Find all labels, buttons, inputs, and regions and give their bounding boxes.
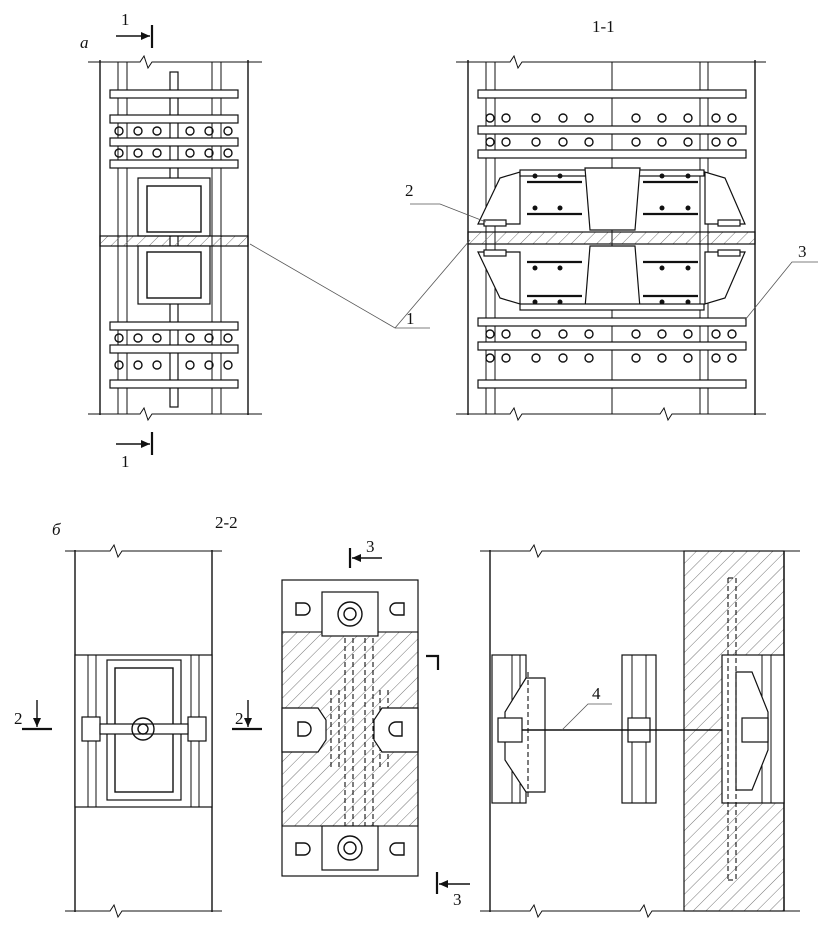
label-cut-2-left: 2 <box>14 709 23 728</box>
label-cut-2-right: 2 <box>235 709 244 728</box>
label-cut-1-bottom: 1 <box>121 452 130 471</box>
view-a-elevation <box>88 25 262 455</box>
lower-rebar-group <box>527 260 698 305</box>
label-section-1-1: 1-1 <box>592 17 615 36</box>
upper-rebar-group <box>527 173 698 216</box>
view-1-1-section <box>456 54 766 422</box>
cut-mark-3-bottom <box>435 872 470 894</box>
rebar-circles-top-a <box>114 126 233 158</box>
label-callout-2: 2 <box>405 181 414 200</box>
cut-mark-2-right <box>232 700 262 731</box>
label-cut-3-bottom: 3 <box>453 890 462 909</box>
label-view-b: б <box>52 520 61 539</box>
rebar-circles-bottom-1-1 <box>485 329 737 363</box>
label-callout-3: 3 <box>798 242 807 261</box>
label-section-2-2: 2-2 <box>215 513 238 532</box>
plan-view-middle <box>232 548 470 894</box>
section-3-3-right <box>480 543 800 919</box>
label-callout-1: 1 <box>406 309 415 328</box>
cut-mark-2-left <box>22 700 52 731</box>
label-cut-1-top: 1 <box>121 10 130 29</box>
label-view-a: а <box>80 33 89 52</box>
label-callout-4: 4 <box>592 684 601 703</box>
cut-mark-1-top <box>116 25 154 48</box>
cut-mark-3-top <box>348 548 382 568</box>
view-b-section-2-2 <box>22 543 222 919</box>
callout-leaders-top <box>249 203 818 329</box>
rebar-circles-bottom-a <box>114 333 233 370</box>
label-cut-3-top: 3 <box>366 537 375 556</box>
rebar-circles-top-1-1 <box>485 113 737 147</box>
cut-mark-1-bottom <box>116 432 154 455</box>
